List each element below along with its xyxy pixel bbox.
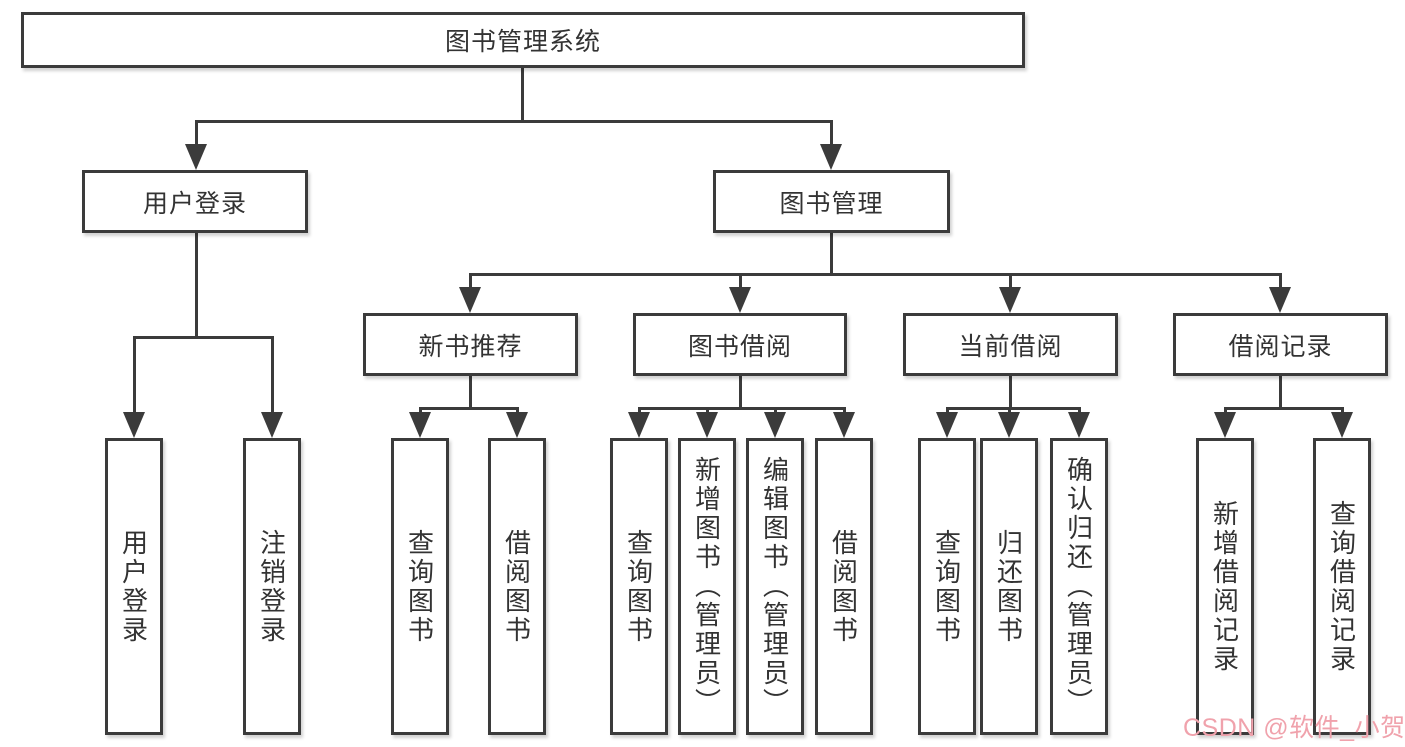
connector-line	[739, 273, 742, 289]
connector-line	[469, 273, 1282, 276]
leaf-edit-book-admin: 编辑图书（管理员）	[746, 438, 804, 735]
arrow-down-icon	[409, 412, 431, 438]
connector-line	[419, 407, 422, 415]
connector-line	[774, 407, 777, 415]
leaf-add-borrow-record: 新增借阅记录	[1196, 438, 1254, 735]
leaf-logout: 注销登录	[243, 438, 301, 735]
connector-line	[469, 273, 472, 289]
arrow-down-icon	[1331, 412, 1353, 438]
connector-line	[706, 407, 709, 415]
leaf-add-book-admin: 新增图书（管理员）	[678, 438, 736, 735]
connector-line	[1279, 273, 1282, 289]
arrow-down-icon	[185, 144, 207, 170]
arrow-down-icon	[696, 412, 718, 438]
connector-line	[195, 120, 198, 148]
connector-line	[195, 120, 833, 123]
connector-line	[1078, 407, 1081, 415]
connector-line	[195, 231, 198, 339]
arrow-down-icon	[261, 412, 283, 438]
connector-line	[638, 407, 846, 410]
connector-line	[830, 231, 833, 276]
node-new-book-recommend: 新书推荐	[363, 313, 578, 376]
connector-line	[1224, 407, 1344, 410]
leaf-borrow-books-recommend: 借阅图书	[488, 438, 546, 735]
connector-line	[1008, 407, 1011, 415]
connector-line	[1279, 374, 1282, 410]
arrow-down-icon	[459, 287, 481, 313]
arrow-down-icon	[506, 412, 528, 438]
leaf-user-login: 用户登录	[105, 438, 163, 735]
arrow-down-icon	[628, 412, 650, 438]
leaf-borrow-books: 借阅图书	[815, 438, 873, 735]
arrow-down-icon	[936, 412, 958, 438]
connector-line	[739, 374, 742, 410]
connector-line	[843, 407, 846, 415]
arrow-down-icon	[123, 412, 145, 438]
arrow-down-icon	[833, 412, 855, 438]
leaf-query-books-current: 查询图书	[918, 438, 976, 735]
leaf-return-books: 归还图书	[980, 438, 1038, 735]
node-book-borrow: 图书借阅	[633, 313, 847, 376]
arrow-down-icon	[820, 144, 842, 170]
arrow-down-icon	[1269, 287, 1291, 313]
connector-line	[1224, 407, 1227, 415]
leaf-query-books-borrow: 查询图书	[610, 438, 668, 735]
node-book-management: 图书管理	[713, 170, 950, 233]
arrow-down-icon	[1214, 412, 1236, 438]
connector-line	[1009, 374, 1012, 410]
node-user-login: 用户登录	[82, 170, 308, 233]
leaf-query-borrow-record: 查询借阅记录	[1313, 438, 1371, 735]
connector-line	[521, 65, 524, 123]
node-current-borrow: 当前借阅	[903, 313, 1118, 376]
leaf-query-books-recommend: 查询图书	[391, 438, 449, 735]
connector-line	[133, 336, 274, 339]
leaf-confirm-return-admin: 确认归还（管理员）	[1050, 438, 1108, 735]
connector-line	[946, 407, 949, 415]
connector-line	[516, 407, 519, 415]
arrow-down-icon	[1068, 412, 1090, 438]
connector-line	[638, 407, 641, 415]
connector-line	[830, 120, 833, 148]
connector-line	[1009, 273, 1012, 289]
arrow-down-icon	[998, 412, 1020, 438]
connector-line	[1341, 407, 1344, 415]
node-root: 图书管理系统	[21, 12, 1025, 68]
connector-line	[946, 407, 1081, 410]
arrow-down-icon	[729, 287, 751, 313]
node-borrow-records: 借阅记录	[1173, 313, 1388, 376]
connector-line	[133, 336, 136, 414]
arrow-down-icon	[999, 287, 1021, 313]
watermark: CSDN @软件_小贺同学	[1183, 714, 1405, 742]
arrow-down-icon	[764, 412, 786, 438]
connector-line	[469, 374, 472, 410]
connector-line	[419, 407, 519, 410]
connector-line	[271, 336, 274, 414]
